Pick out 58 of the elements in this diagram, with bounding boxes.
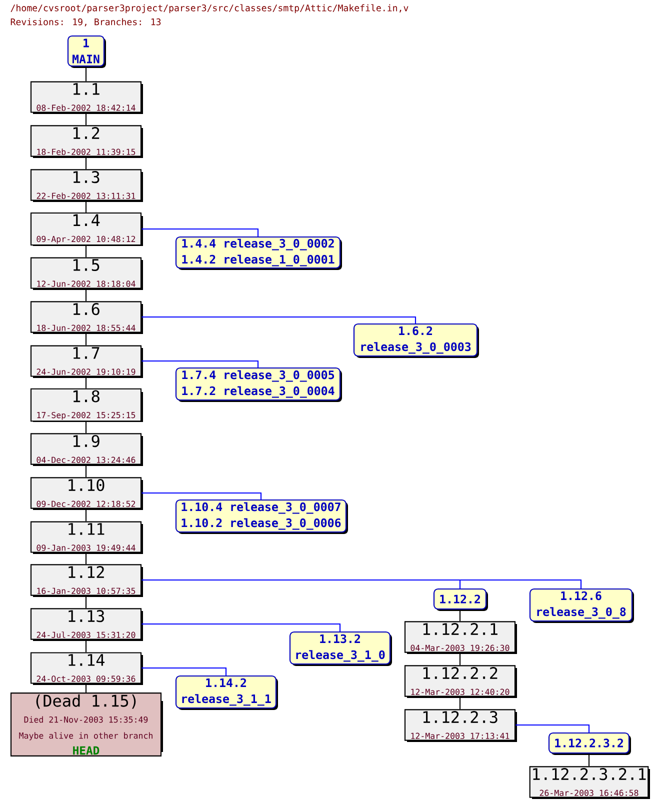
connector-line [85, 464, 87, 478]
revision-box: 1.12.2.3 12-Mar-2003 17:13:41 [404, 709, 517, 742]
connector-line [459, 652, 461, 666]
connector-line [85, 508, 87, 522]
connector-line [85, 376, 87, 388]
connector-line [459, 696, 461, 710]
connector-line [85, 422, 87, 434]
connector-line [142, 623, 341, 632]
revision-box: 1.12 16-Jan-2003 10:57:35 [30, 564, 143, 597]
connector-line [142, 228, 259, 236]
connector-line [85, 246, 87, 258]
revision-box: 1.4 09-Apr-2002 10:48:12 [30, 212, 143, 246]
revision-box: 1.11 09-Jan-2003 19:49:44 [30, 521, 143, 554]
branch-tag: 1.14.2 release_3_1_1 [175, 675, 278, 710]
branch-tag: 1.6.2 release_3_0_0003 [353, 323, 479, 358]
connector-line [85, 66, 87, 82]
branch-tag: 1.12.6 release_3_0_8 [529, 588, 634, 623]
branch-tag: 1.12.2 [433, 588, 488, 611]
revision-box: 1.13 24-Jul-2003 15:31:20 [30, 608, 143, 641]
connector-line [85, 684, 87, 693]
connector-line [142, 360, 259, 368]
dead-revision-box: (Dead 1.15) Died 21-Nov-2003 15:35:49 Maybe alive in other branch HEAD [10, 692, 163, 756]
revision-box: 1.10 09-Dec-2002 12:18:52 [30, 477, 143, 510]
connector-line [85, 288, 87, 302]
connector-line [459, 610, 461, 622]
revision-count: Revisions: 19, Branches: 13 [10, 18, 161, 26]
revision-box: 1.2 18-Feb-2002 11:39:15 [30, 125, 143, 158]
connector-line [588, 754, 590, 766]
connector-line [516, 724, 590, 732]
revision-box: 1.7 24-Jun-2002 19:10:19 [30, 345, 143, 378]
connector-line [85, 156, 87, 170]
branch-tag: 1.7.4 release_3_0_0005 1.7.2 release_3_0_0004 [175, 367, 342, 402]
connector-line [85, 596, 87, 608]
branch-tag: 1.10.4 release_3_0_0007 1.10.2 release_3_0_0006 [175, 499, 348, 534]
branch-tag: 1.12.2.3.2 [548, 732, 631, 755]
connector-line [85, 332, 87, 346]
connector-line [142, 667, 227, 676]
revision-box: 1.12.2.3.2.1 26-Mar-2003 16:46:58 [529, 766, 650, 799]
branch-tag: 1.4.4 release_3_0_0002 1.4.2 release_1_0_0001 [175, 236, 342, 270]
connector-line [85, 552, 87, 564]
revision-box: 1.12.2.1 04-Mar-2003 19:26:30 [404, 621, 517, 654]
connector-line [85, 640, 87, 652]
connector-line [142, 316, 416, 324]
connector-line [142, 492, 262, 500]
revision-box: 1.1 08-Feb-2002 18:42:14 [30, 81, 143, 114]
file-path-title: /home/cvsroot/parser3project/parser3/src/classes/smtp/Attic/Makefile.in,v [10, 4, 408, 14]
revision-box: 1.14 24-Oct-2003 09:59:36 [30, 652, 143, 685]
connector-line [85, 112, 87, 126]
connector-line [142, 579, 582, 588]
revision-box: 1.8 17-Sep-2002 15:25:15 [30, 388, 143, 422]
connector-line [85, 200, 87, 212]
revision-box: 1.5 12-Jun-2002 18:18:04 [30, 257, 143, 290]
branch-tag: 1.13.2 release_3_1_0 [289, 631, 392, 666]
revision-box: 1.12.2.2 12-Mar-2003 12:40:20 [404, 665, 517, 698]
revision-box: 1.3 22-Feb-2002 13:11:31 [30, 169, 143, 202]
revision-box: 1.6 18-Jun-2002 18:55:44 [30, 301, 143, 334]
revision-box: 1.9 04-Dec-2002 13:24:46 [30, 433, 143, 466]
branch-tag: 1 MAIN [67, 35, 106, 68]
